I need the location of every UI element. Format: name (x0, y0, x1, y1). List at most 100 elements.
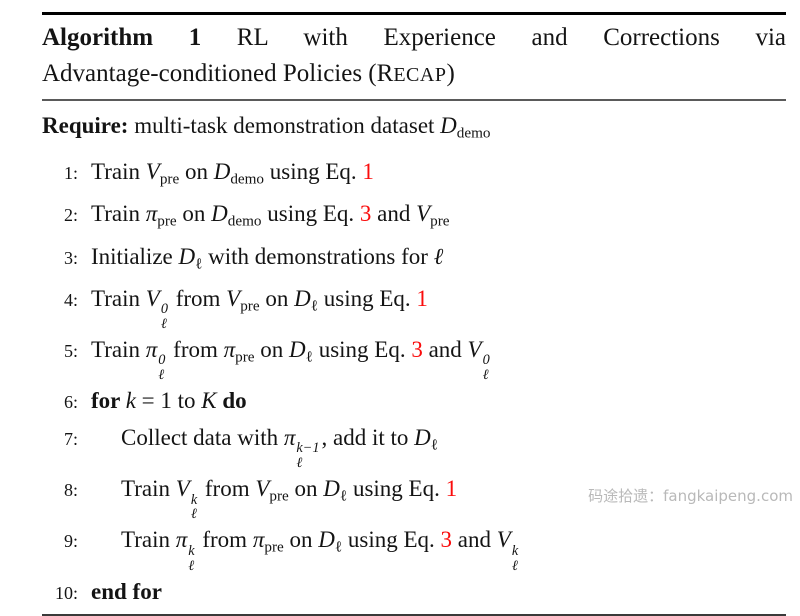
math-var: V (255, 476, 270, 502)
algorithm-line: 3: Initialize Dℓ with demonstrations for … (42, 239, 786, 282)
subscript: ℓ (296, 455, 303, 472)
eq-ref-link[interactable]: 3 (411, 337, 423, 363)
script-d: D (440, 113, 457, 138)
text-segment: , add it to (321, 425, 415, 451)
subscript: pre (240, 297, 260, 315)
bold-text: Algorithm 1 (42, 24, 202, 51)
line-content: Initialize Dℓ with demonstrations for ℓ (91, 239, 786, 282)
math-var: V (496, 527, 511, 553)
text-segment: using Eq. (312, 337, 412, 363)
subscript: ℓ (195, 255, 203, 273)
math-var: V (467, 337, 482, 363)
text-segment: using Eq. (261, 201, 360, 227)
text-segment: and (452, 527, 497, 553)
eq-ref-link[interactable]: 3 (359, 201, 372, 227)
math-var: π (175, 527, 188, 553)
superscript: 0 (160, 301, 168, 318)
superscript: k−1 (296, 440, 320, 457)
math-var: V (416, 201, 431, 227)
script-d: D (289, 337, 306, 363)
subscript: pre (235, 348, 255, 366)
math-var: π (283, 425, 296, 451)
subscript: pre (159, 170, 180, 188)
text-segment: from (199, 476, 256, 502)
text-segment: on (176, 201, 212, 227)
text-segment: Train (91, 158, 146, 184)
text-segment: Collect data with (121, 425, 284, 451)
bold-text: do (216, 388, 247, 414)
text-segment: using Eq. (264, 158, 363, 184)
text-segment: from (196, 527, 253, 553)
line-number: 8: (63, 480, 78, 501)
bottom-rule (42, 613, 786, 616)
text-segment: multi-task demonstration dataset (128, 113, 441, 138)
line-number: 7: (63, 429, 78, 450)
line-number: 1: (63, 162, 78, 183)
algorithm-title-line2: Advantage-conditioned Policies (RECAP) (42, 56, 786, 93)
script-d: D (318, 527, 335, 553)
line-content: Train Vpre on Ddemo using Eq. 1 (91, 154, 786, 197)
algorithm-lines: 1: Train Vpre on Ddemo using Eq. 1 2: Train… (42, 154, 786, 611)
smallcaps-text: ECAP (393, 64, 447, 86)
math-var: π (145, 337, 158, 363)
text-segment: from (169, 286, 227, 312)
algorithm-line: 2:Train πpre on Ddemo using Eq. 3 and Vp… (42, 196, 786, 239)
algorithm-box: Algorithm 1 RL with Experience and Corre… (42, 12, 786, 616)
text-segment: ) (446, 60, 455, 87)
script-d: D (323, 476, 340, 502)
line-number: 2: (63, 205, 78, 226)
text-segment: RL with Experience and Corrections via (201, 24, 786, 51)
text-segment: = 1 to (135, 388, 202, 414)
subscript: pre (269, 487, 289, 505)
watermark: 码途拾遗：fangkaipeng.com (584, 484, 797, 507)
algorithm-line: 1: Train Vpre on Ddemo using Eq. 1 (42, 154, 786, 197)
subscript: demo (230, 170, 265, 188)
algorithm-title: Algorithm 1 RL with Experience and Corre… (42, 15, 786, 99)
text-segment: Train (91, 201, 146, 227)
text-segment: on (259, 286, 295, 312)
subscript: ℓ (190, 506, 197, 523)
text-segment: and (371, 201, 417, 227)
eq-ref-link[interactable]: 1 (445, 476, 458, 502)
subscript: ℓ (188, 557, 195, 574)
line-number: 3: (63, 247, 78, 268)
subscript: demo (227, 212, 262, 230)
line-number: 10: (54, 582, 78, 603)
eq-ref-link[interactable]: 3 (440, 527, 453, 553)
text-segment: using Eq. (347, 476, 446, 502)
eq-ref-link[interactable]: 1 (362, 158, 374, 184)
subscript: ℓ (430, 436, 439, 454)
subscript: ℓ (334, 538, 343, 556)
text-segment: on (283, 527, 319, 553)
subscript: ℓ (310, 297, 318, 315)
eq-ref-link[interactable]: 1 (416, 286, 428, 312)
top-rule (42, 12, 786, 15)
text-segment: using Eq. (318, 286, 417, 312)
caption-rule (42, 99, 786, 101)
superscript: 0 (482, 352, 490, 369)
line-content: for k = 1 to K do (91, 383, 786, 418)
text-segment: from (167, 337, 224, 363)
bold-text: for (91, 388, 126, 414)
line-number: 9: (63, 531, 78, 552)
math-var: π (252, 527, 265, 553)
line-number: 6: (63, 392, 78, 413)
script-d: D (213, 158, 231, 184)
text-segment: on (179, 158, 214, 184)
math-var: V (226, 286, 241, 312)
line-number: 5: (63, 341, 78, 362)
math-var: K (201, 388, 217, 414)
text-segment: on (254, 337, 290, 363)
